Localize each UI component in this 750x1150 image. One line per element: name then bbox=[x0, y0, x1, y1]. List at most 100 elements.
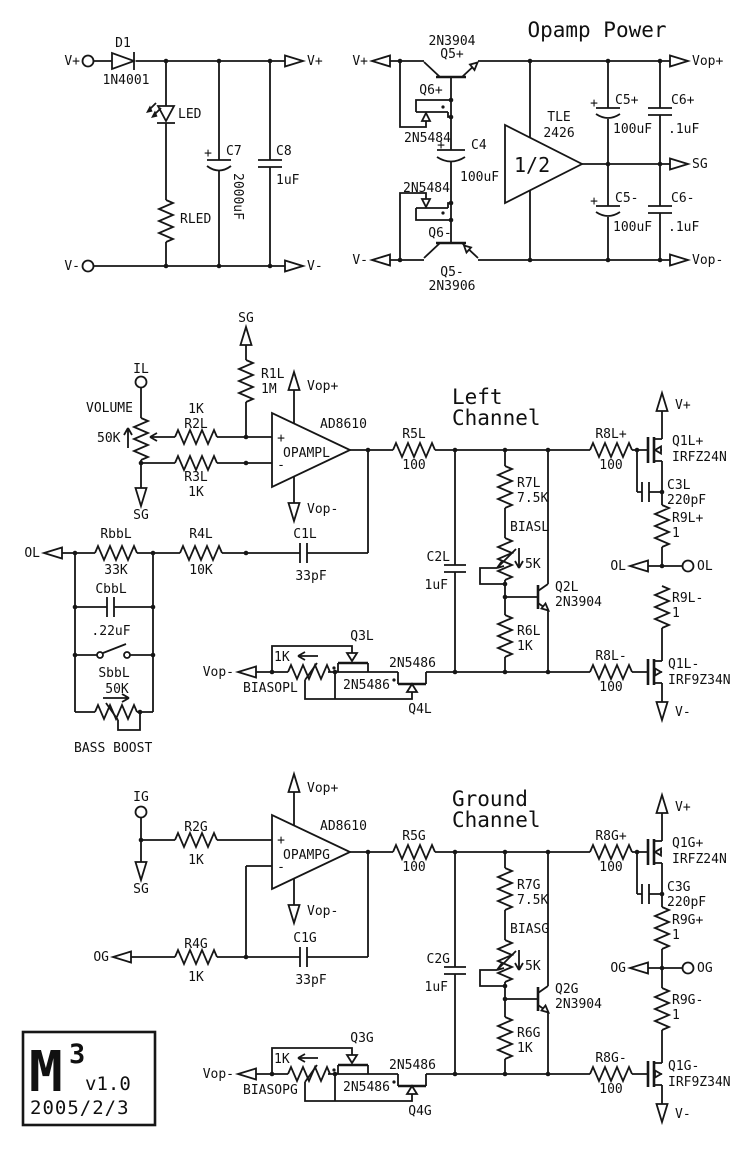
label-r7g-ref: R7G bbox=[517, 878, 541, 893]
resistor-r9l-minus bbox=[654, 585, 670, 629]
label-vop-minus-l: Vop- bbox=[307, 502, 338, 517]
label-biasopg-val: 1K bbox=[274, 1052, 290, 1067]
label-r4l-val: 10K bbox=[189, 563, 213, 578]
label-c3l-ref: C3L bbox=[667, 478, 691, 493]
flag-vop-minus-opampg bbox=[287, 904, 301, 924]
label-q6p-val: 2N5484 bbox=[404, 131, 451, 146]
diode-d1 bbox=[111, 51, 137, 71]
logo-sup3: 3 bbox=[69, 1039, 85, 1070]
label-c2l-val: 1uF bbox=[425, 578, 449, 593]
label-ol-term: OL bbox=[697, 559, 713, 574]
jfet-q4g bbox=[392, 1080, 426, 1095]
label-og-flag: OG bbox=[610, 961, 626, 976]
jfet-q6-plus bbox=[420, 105, 445, 122]
label-r5l-val: 100 bbox=[402, 458, 425, 473]
label-biasopg-ref: BIASOPG bbox=[243, 1083, 298, 1098]
label-opampg-plus: + bbox=[277, 833, 285, 848]
label-biasg-val: 5K bbox=[525, 959, 541, 974]
label-q1gp-val: IRFZ24N bbox=[672, 852, 727, 867]
capacitor-c5-minus bbox=[595, 205, 621, 217]
label-sg-input-g: SG bbox=[133, 882, 149, 897]
capacitor-c8 bbox=[258, 159, 282, 168]
label-c5p-val: 100uF bbox=[613, 122, 652, 137]
label-og-out: OG bbox=[93, 950, 109, 965]
flag-og-out bbox=[112, 950, 132, 964]
label-c1g-ref: C1G bbox=[293, 931, 317, 946]
label-q6n-val: 2N5484 bbox=[403, 181, 450, 196]
flag-vop-minus bbox=[669, 253, 689, 267]
resistor-r2g bbox=[174, 832, 218, 848]
resistor-r5g bbox=[392, 844, 436, 860]
section-title-ground-2: Channel bbox=[452, 808, 541, 832]
left-channel-section: Left Channel bbox=[24, 311, 730, 756]
flag-vop-plus-opampg bbox=[287, 773, 301, 793]
flag-og bbox=[629, 961, 649, 975]
logo-version: v1.0 bbox=[85, 1073, 131, 1095]
gch-junction-dots bbox=[138, 837, 665, 1077]
label-c2g-ref: C2G bbox=[427, 952, 451, 967]
resistor-r6g bbox=[497, 1016, 513, 1060]
label-cbbl-val: .22uF bbox=[91, 624, 130, 639]
label-led: LED bbox=[178, 107, 202, 122]
label-c3g-val: 220pF bbox=[667, 895, 706, 910]
resistor-r1l bbox=[238, 359, 254, 403]
psu-wires bbox=[94, 60, 285, 267]
flag-vminus-l bbox=[655, 701, 669, 721]
psu-junction-dots bbox=[163, 58, 273, 269]
label-opampg-minus: - bbox=[277, 860, 285, 875]
terminal-og bbox=[681, 961, 695, 975]
label-rbbl-val: 33K bbox=[104, 563, 128, 578]
label-vplus-out: V+ bbox=[307, 54, 323, 69]
label-c3g-ref: C3G bbox=[667, 880, 691, 895]
label-q2l-ref: Q2L bbox=[555, 580, 579, 595]
label-vplus-in: V+ bbox=[64, 54, 80, 69]
label-r2g-ref: R2G bbox=[184, 820, 208, 835]
resistor-r6l bbox=[497, 614, 513, 658]
flag-ol bbox=[629, 559, 649, 573]
label-vminus-in: V- bbox=[64, 259, 80, 274]
logo-date: 2005/2/3 bbox=[30, 1097, 130, 1119]
label-opampl-ref: OPAMPL bbox=[283, 446, 330, 461]
label-volume-val: 50K bbox=[97, 431, 121, 446]
flag-vop-plus-opampl bbox=[287, 371, 301, 391]
label-q2g-ref: Q2G bbox=[555, 982, 579, 997]
label-r9ln-val: 1 bbox=[672, 606, 680, 621]
switch-sbbl bbox=[96, 651, 131, 659]
label-vop-minus-biasopl: Vop- bbox=[203, 665, 234, 680]
section-title-opamp-power: Opamp Power bbox=[527, 18, 666, 42]
label-c4-val: 100uF bbox=[460, 170, 499, 185]
terminal-ol bbox=[681, 559, 695, 573]
transistor-q2g bbox=[536, 987, 551, 1014]
capacitor-c6-plus bbox=[648, 107, 672, 116]
opamp-opampg bbox=[271, 813, 353, 891]
label-q1ln-val: IRF9Z34N bbox=[668, 673, 731, 688]
label-cbbl-ref: CbbL bbox=[95, 582, 126, 597]
label-r5g-ref: R5G bbox=[402, 829, 426, 844]
label-r9gn-val: 1 bbox=[672, 1008, 680, 1023]
label-q1lp-val: IRFZ24N bbox=[672, 450, 727, 465]
label-r3l-ref: R3L bbox=[184, 470, 208, 485]
terminal-vminus-in bbox=[81, 259, 95, 273]
label-biasl-ref: BIASL bbox=[510, 520, 549, 535]
label-q2l-val: 2N3904 bbox=[555, 595, 602, 610]
label-q6n-ref: Q6- bbox=[428, 226, 451, 241]
label-r8lp-ref: R8L+ bbox=[595, 427, 626, 442]
section-title-left-2: Channel bbox=[452, 406, 541, 430]
label-q2g-val: 2N3904 bbox=[555, 997, 602, 1012]
mosfet-q1g-plus bbox=[632, 813, 663, 968]
label-r7g-val: 7.5K bbox=[517, 893, 548, 908]
capacitor-c6-minus bbox=[648, 205, 672, 214]
label-vplus-l: V+ bbox=[675, 398, 691, 413]
flag-vplus-l bbox=[655, 392, 669, 412]
label-sbbl-ref: SbbL bbox=[98, 666, 129, 681]
label-q4l-val: 2N5486 bbox=[389, 656, 436, 671]
label-q5p-ref: Q5+ bbox=[440, 47, 464, 62]
label-r5g-val: 100 bbox=[402, 860, 425, 875]
label-q3l-val: 2N5486 bbox=[343, 678, 390, 693]
tle2426-triangle bbox=[504, 123, 584, 205]
jfet-q6-minus bbox=[420, 198, 445, 215]
label-r8gp-ref: R8G+ bbox=[595, 829, 626, 844]
label-vop-minus: Vop- bbox=[692, 253, 723, 268]
resistor-rbbl bbox=[94, 545, 138, 561]
label-r5l-ref: R5L bbox=[402, 427, 426, 442]
